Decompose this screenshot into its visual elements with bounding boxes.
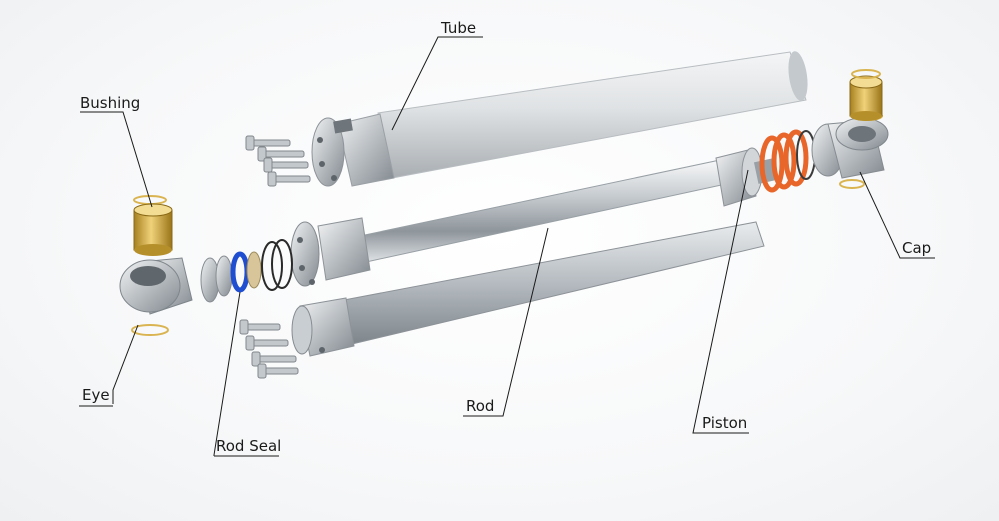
leader-bushing	[80, 111, 153, 208]
eye-part	[119, 195, 193, 336]
section-bolts	[239, 319, 299, 379]
leader-rod-seal	[213, 291, 241, 456]
label-cap: Cap	[902, 239, 931, 257]
label-tube: Tube	[440, 19, 476, 37]
leader-rod	[463, 227, 549, 417]
label-bushing: Bushing	[80, 94, 140, 112]
piston-seals	[759, 129, 816, 193]
cap-bushing	[849, 69, 883, 121]
tube-bolts	[245, 135, 311, 187]
eye-bushing	[133, 203, 173, 256]
label-rod-seal: Rod Seal	[216, 437, 281, 455]
label-eye: Eye	[82, 386, 110, 404]
tube-section	[239, 221, 765, 379]
label-rod: Rod	[466, 397, 494, 415]
leader-tube	[391, 36, 483, 131]
leader-eye	[112, 324, 139, 404]
leader-piston	[692, 169, 749, 434]
rod-seal-set	[200, 239, 293, 303]
label-piston: Piston	[702, 414, 747, 432]
cap-part	[811, 111, 889, 189]
tube-part	[245, 51, 808, 187]
leader-cap	[859, 171, 935, 259]
rod-part	[290, 147, 779, 287]
leader-lines	[79, 36, 935, 457]
